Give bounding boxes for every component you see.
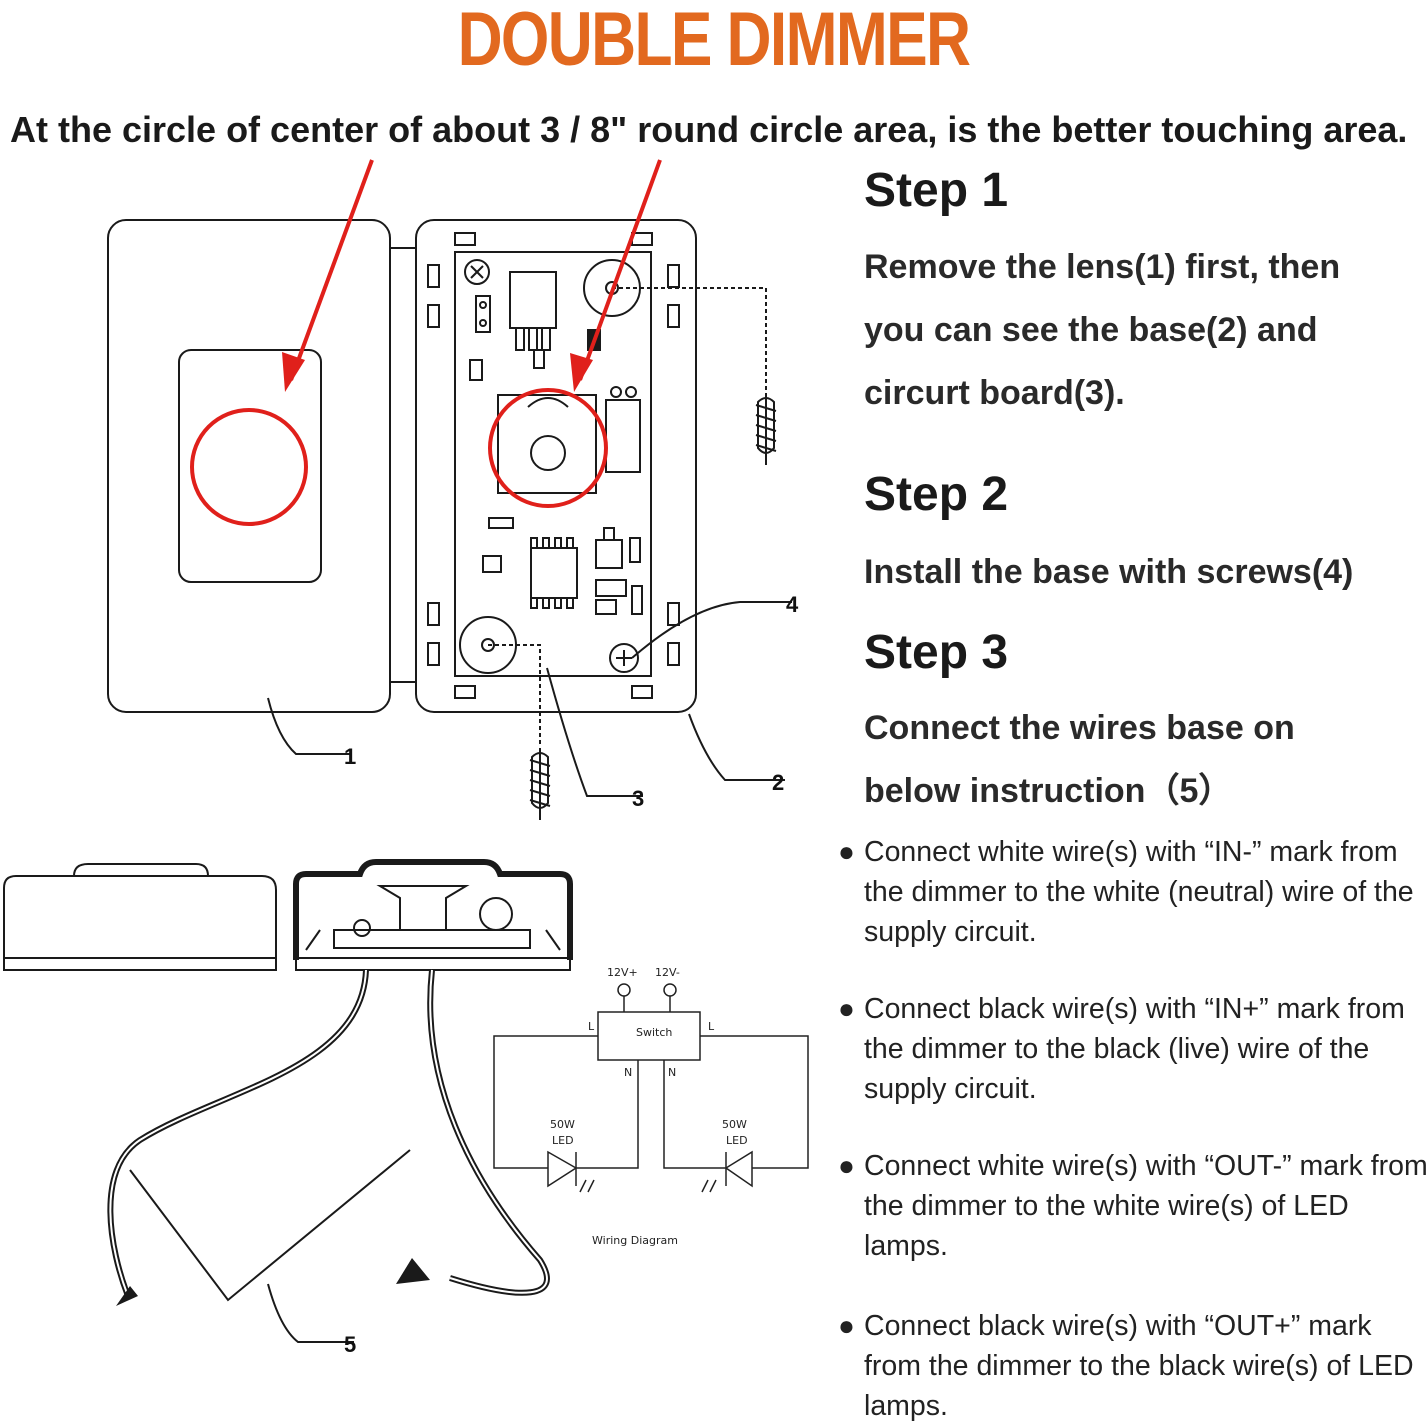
wd-n-right: N bbox=[668, 1066, 676, 1079]
wd-switch: Switch bbox=[636, 1026, 672, 1039]
bullet-dot: ● bbox=[838, 993, 855, 1024]
wd-l-left: L bbox=[588, 1020, 595, 1033]
touch-area-note: At the circle of center of about 3 / 8" … bbox=[10, 109, 1408, 150]
bullet-text: Connect black wire(s) with “IN+” mark fr… bbox=[864, 993, 1405, 1105]
dimmer-illustration: 1 2 3 4 5 bbox=[3, 159, 809, 1357]
step-3-text: Connect the wires base on below instruct… bbox=[864, 709, 1295, 810]
bullet-dot: ● bbox=[838, 1310, 855, 1341]
label-wires: 5 bbox=[344, 1332, 356, 1357]
step-2-heading: Step 2 bbox=[864, 468, 1009, 521]
wd-l-right: L bbox=[708, 1020, 715, 1033]
lens-plate bbox=[107, 219, 391, 713]
wd-n-left: N bbox=[624, 1066, 632, 1079]
touch-area-highlight bbox=[190, 159, 662, 526]
board-outline bbox=[454, 251, 652, 677]
board-touch-circle bbox=[488, 388, 608, 508]
step-1-text: Remove the lens(1) first, then you can s… bbox=[864, 248, 1341, 412]
page-title: DOUBLE DIMMER bbox=[457, 0, 971, 82]
label-screw: 4 bbox=[786, 592, 799, 617]
wd-caption: Wiring Diagram bbox=[592, 1234, 678, 1247]
wd-v-plus: 12V+ bbox=[607, 966, 638, 979]
bullet-dot: ● bbox=[838, 836, 855, 867]
label-lens: 1 bbox=[344, 744, 356, 769]
wd-v-minus: 12V- bbox=[655, 966, 680, 979]
screw-icon bbox=[529, 748, 551, 820]
step-1-heading: Step 1 bbox=[864, 164, 1009, 217]
step-3-heading: Step 3 bbox=[864, 626, 1009, 679]
bullet-dot: ● bbox=[838, 1150, 855, 1181]
base-plate bbox=[415, 219, 697, 713]
bullet-text: Connect white wire(s) with “OUT-” mark f… bbox=[864, 1150, 1427, 1262]
lens-button bbox=[178, 349, 322, 583]
led-left-icon bbox=[547, 1150, 595, 1193]
label-base: 2 bbox=[772, 770, 784, 795]
wd-led-left-t: LED bbox=[552, 1134, 574, 1147]
led-right-icon bbox=[701, 1150, 753, 1193]
step-2-text: Install the base with screws(4) bbox=[864, 553, 1354, 591]
dimmer-side-view bbox=[3, 859, 573, 1302]
wd-led-right-w: 50W bbox=[722, 1118, 747, 1131]
bullet-text: Connect black wire(s) with “OUT+” mark f… bbox=[864, 1310, 1414, 1422]
wiring-diagram bbox=[493, 983, 809, 1193]
label-board: 3 bbox=[632, 786, 644, 811]
lens-touch-circle bbox=[190, 408, 308, 526]
screw-icon bbox=[755, 395, 777, 465]
bullet-text: Connect white wire(s) with “IN-” mark fr… bbox=[864, 836, 1414, 948]
wd-led-right-t: LED bbox=[726, 1134, 748, 1147]
wd-led-left-w: 50W bbox=[550, 1118, 575, 1131]
